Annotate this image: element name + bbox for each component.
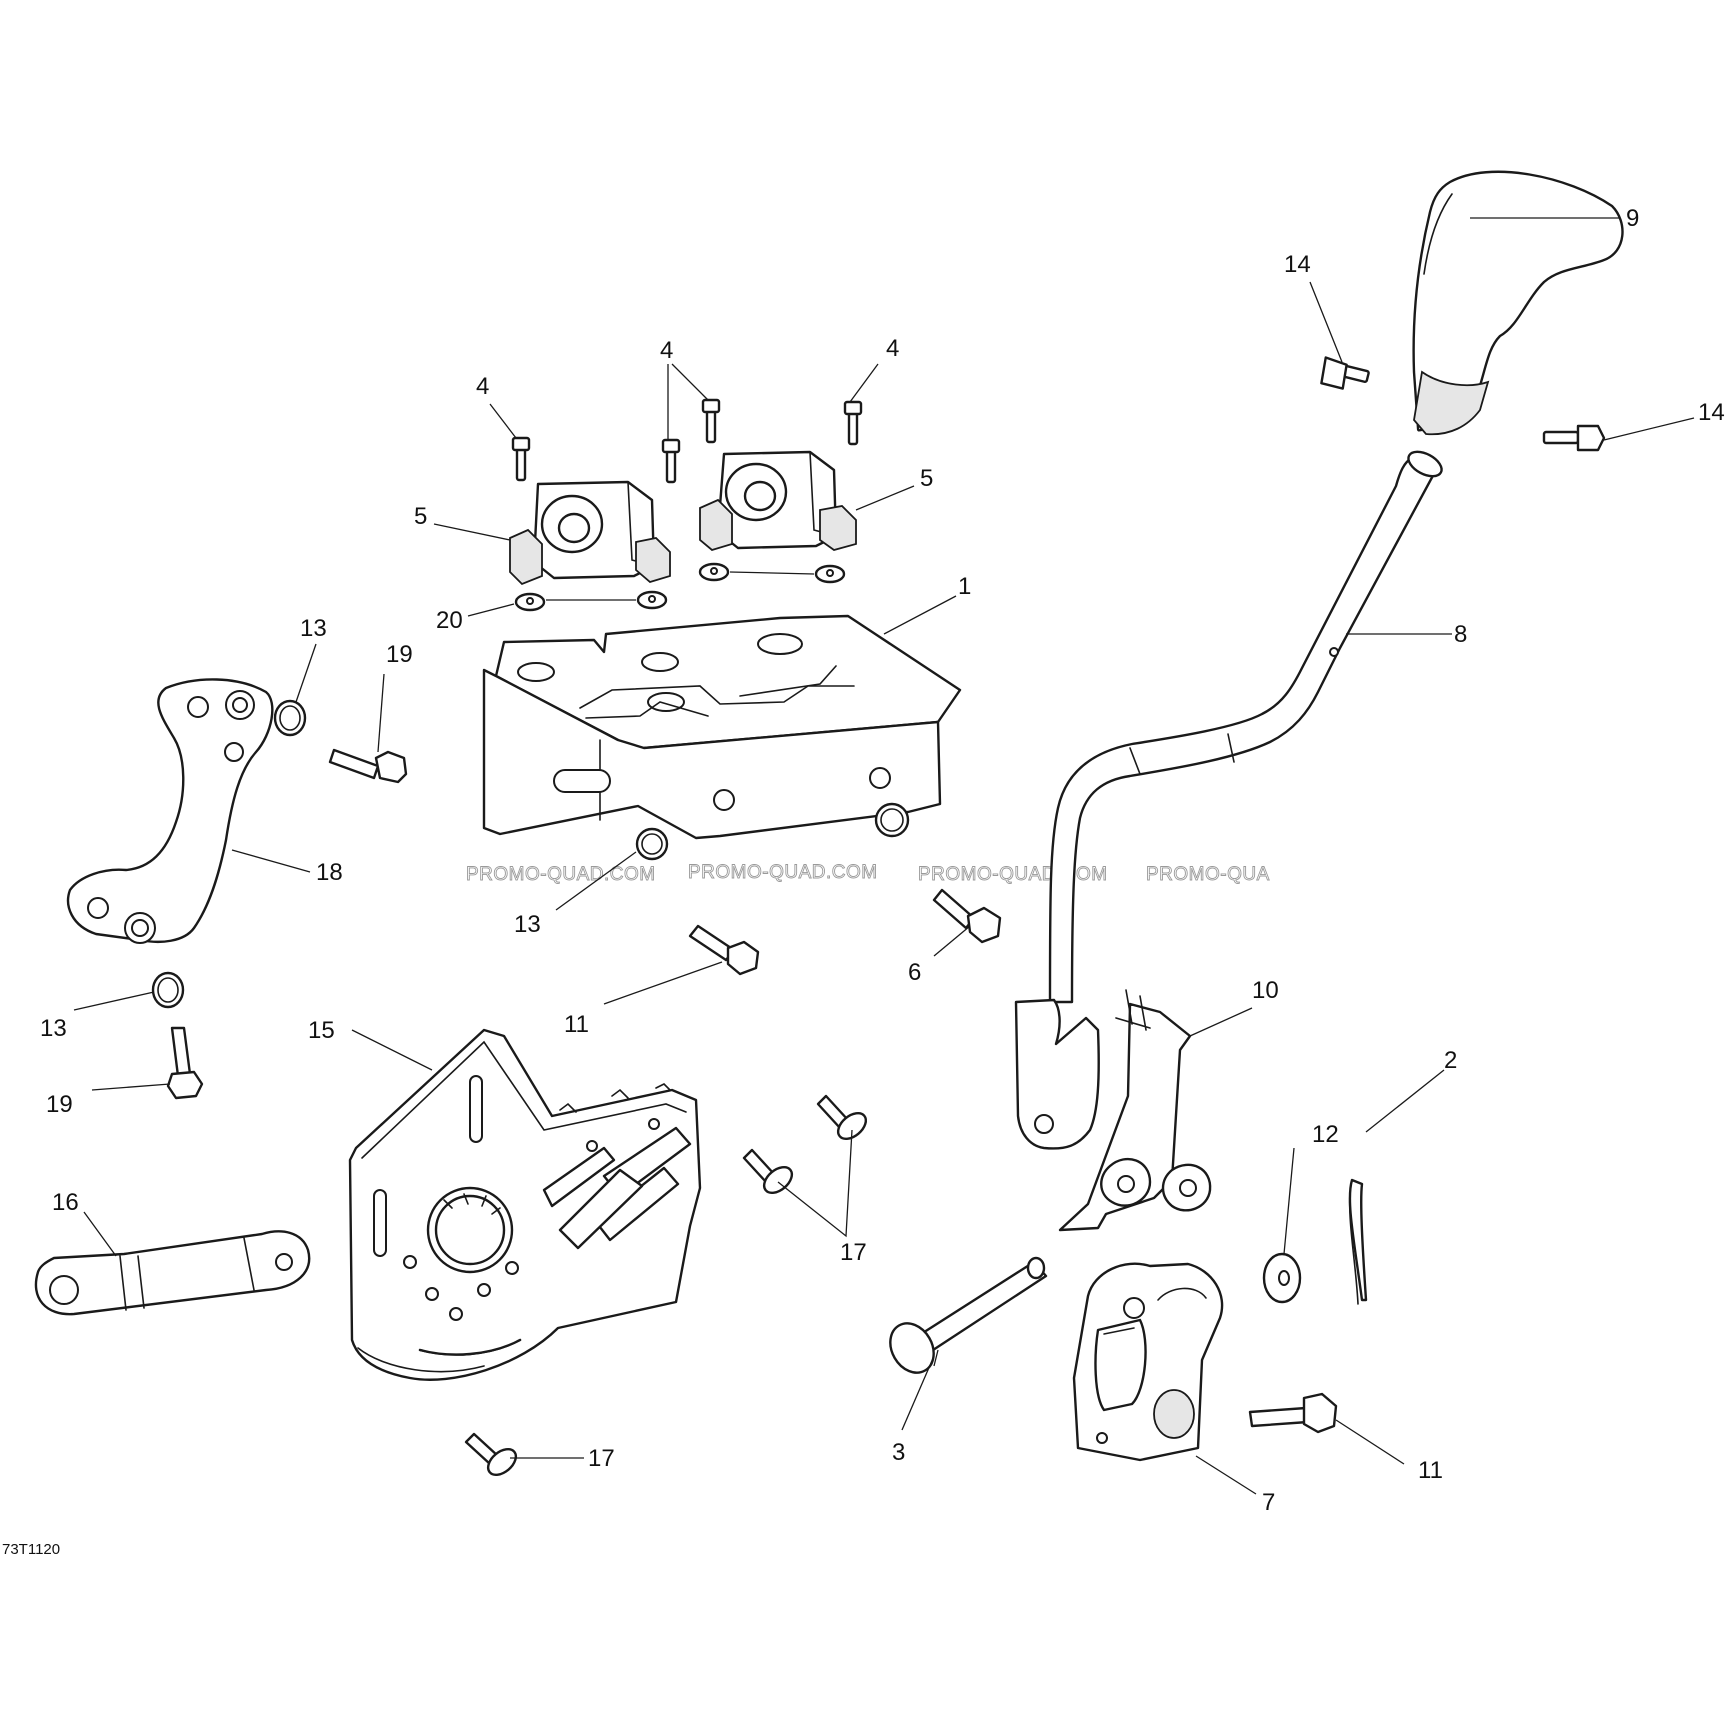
part-9-shift-knob: [1414, 172, 1623, 434]
callout-12: 12: [1312, 1121, 1339, 1148]
part-11-bolt-lower: [1250, 1394, 1336, 1432]
part-7-clevis-block: [1074, 1264, 1222, 1460]
part-14-screw-b: [1544, 426, 1604, 450]
callout-4: 4: [886, 335, 899, 362]
watermark-text: PROMO-QUAD.COM: [918, 864, 1108, 885]
figure-code: 73T1120: [2, 1541, 60, 1558]
callout-19: 19: [46, 1091, 73, 1118]
callout-8: 8: [1454, 621, 1467, 648]
callout-numbers: 9 14 14 8 4 4 4 5 5 20 1 13 19 18 13 11 …: [40, 205, 1725, 1516]
callout-5: 5: [920, 465, 933, 492]
brp-emblem-text: BRP: [452, 1231, 489, 1250]
callout-6: 6: [908, 959, 921, 986]
callout-10: 10: [1252, 977, 1279, 1004]
callout-14: 14: [1284, 251, 1311, 278]
callout-3: 3: [892, 1439, 905, 1466]
callout-16: 16: [52, 1189, 79, 1216]
part-8-shift-lever: [1016, 447, 1446, 1149]
callout-20: 20: [436, 607, 463, 634]
callout-2: 2: [1444, 1047, 1457, 1074]
callout-13: 13: [514, 911, 541, 938]
part-5-pivot-block-left: [510, 482, 670, 584]
watermark-row: PROMO-QUAD.COM PROMO-QUAD.COM PROMO-QUAD…: [466, 862, 1270, 886]
callout-15: 15: [308, 1017, 335, 1044]
part-18-curved-plate: [68, 679, 272, 943]
part-16-arm: [36, 1231, 309, 1314]
part-1-mounting-bracket: [484, 616, 960, 838]
callout-5: 5: [414, 503, 427, 530]
part-15-side-plate: BRP: [350, 1030, 700, 1380]
part-17-bolts: [466, 1096, 871, 1480]
callout-17: 17: [840, 1239, 867, 1266]
part-12-washer: [1264, 1254, 1300, 1302]
callout-1: 1: [958, 573, 971, 600]
callout-13: 13: [300, 615, 327, 642]
part-5-pivot-block-right: [700, 452, 856, 550]
watermark-text-partial: PROMO-QUA: [1146, 864, 1270, 885]
leader-lines: [74, 218, 1694, 1494]
watermark-text: PROMO-QUAD.COM: [466, 864, 656, 885]
part-20-nuts: [516, 564, 844, 610]
part-3-clevis-pin: [882, 1258, 1046, 1381]
part-14-screw-a: [1319, 358, 1369, 389]
callout-13: 13: [40, 1015, 67, 1042]
part-11-bolt-upper: [690, 926, 758, 974]
callout-14: 14: [1698, 399, 1725, 426]
callout-4: 4: [476, 373, 489, 400]
callout-7: 7: [1262, 1489, 1275, 1516]
part-10-link: [1060, 990, 1210, 1230]
part-19-bolt-upper: [330, 750, 406, 782]
part-6-bolt: [934, 890, 1000, 942]
callout-9: 9: [1626, 205, 1639, 232]
watermark-text: PROMO-QUAD.COM: [688, 862, 878, 883]
part-4-screws: [513, 400, 861, 482]
part-13-rings: [153, 701, 908, 1007]
callout-4: 4: [660, 337, 673, 364]
callout-19: 19: [386, 641, 413, 668]
callout-18: 18: [316, 859, 343, 886]
callout-11: 11: [564, 1011, 589, 1038]
callout-11: 11: [1418, 1457, 1443, 1484]
part-2-cotter-pin: [1350, 1180, 1366, 1304]
callout-17: 17: [588, 1445, 615, 1472]
part-19-bolt-lower: [168, 1028, 202, 1098]
